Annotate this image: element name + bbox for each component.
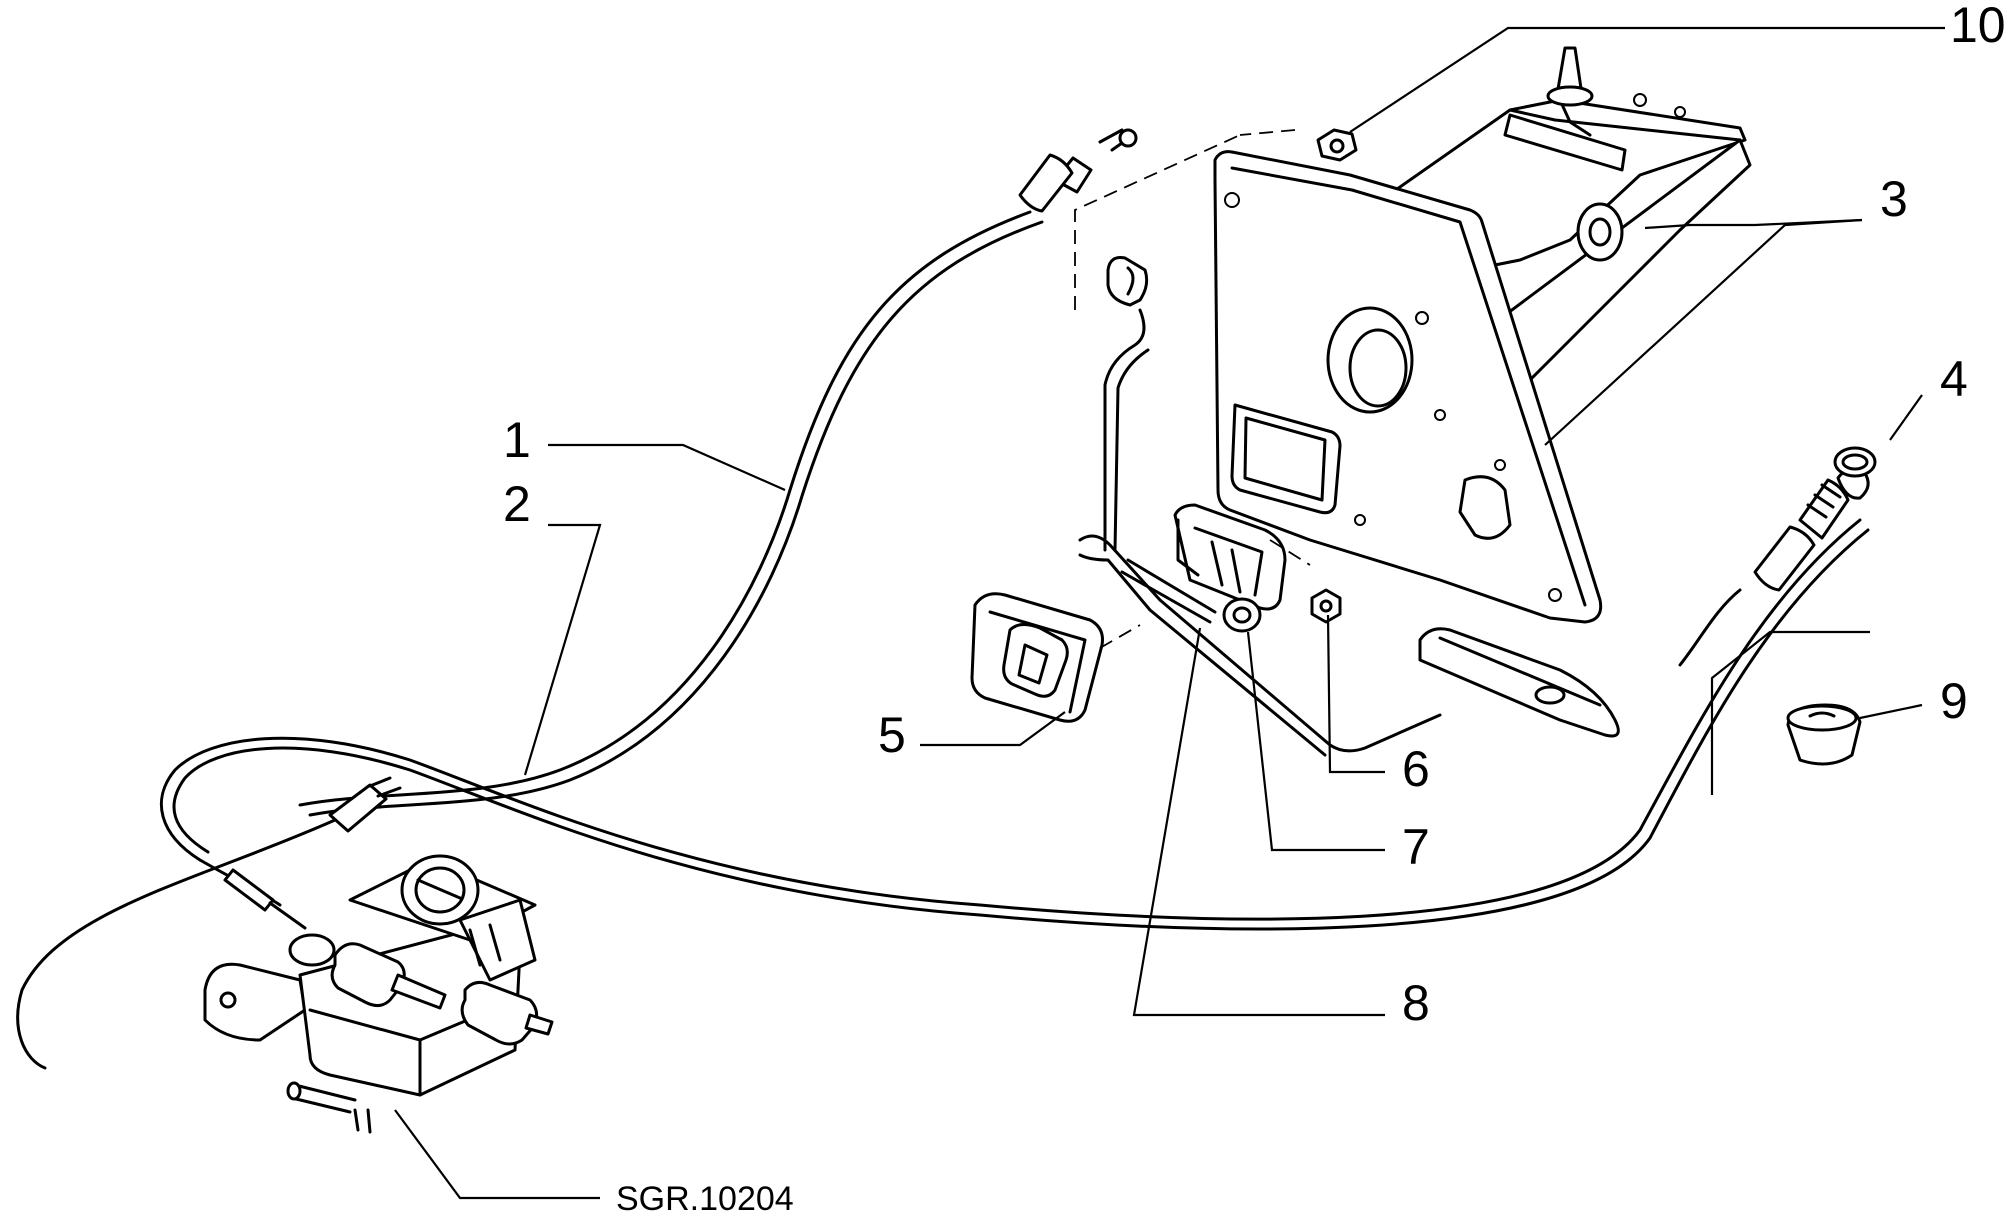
- callout-3: 3: [1880, 171, 1908, 227]
- clamp-7: [1173, 503, 1287, 633]
- callout-6: 6: [1402, 741, 1430, 797]
- callout-9: 9: [1940, 673, 1968, 729]
- grommet-9: [1786, 703, 1862, 766]
- cable-1: [16, 128, 1138, 1070]
- bushing-5: [970, 592, 1104, 723]
- callout-labels: 1 2 3 4 5 6 7 8 9 10 SGR.10204: [503, 0, 2006, 1211]
- valve-assembly: [203, 854, 554, 1134]
- callout-2: 2: [503, 476, 531, 532]
- reference-code: SGR.10204: [616, 1180, 794, 1211]
- lower-tray: [1418, 627, 1620, 738]
- lever-8: [1078, 308, 1442, 757]
- callout-5: 5: [878, 707, 906, 763]
- callout-7: 7: [1402, 819, 1430, 875]
- callout-10: 10: [1950, 0, 2006, 53]
- callout-8: 8: [1402, 975, 1430, 1031]
- leader-lines: [394, 26, 1945, 1200]
- callout-4: 4: [1940, 351, 1968, 407]
- bracket-3: [1213, 46, 1752, 624]
- dashed-outline: [1074, 129, 1311, 649]
- cable-clip: [1106, 256, 1149, 307]
- callout-1: 1: [503, 412, 531, 468]
- nut-10: [1316, 128, 1358, 162]
- ring-4: [1833, 446, 1877, 478]
- nut-6: [1310, 588, 1342, 624]
